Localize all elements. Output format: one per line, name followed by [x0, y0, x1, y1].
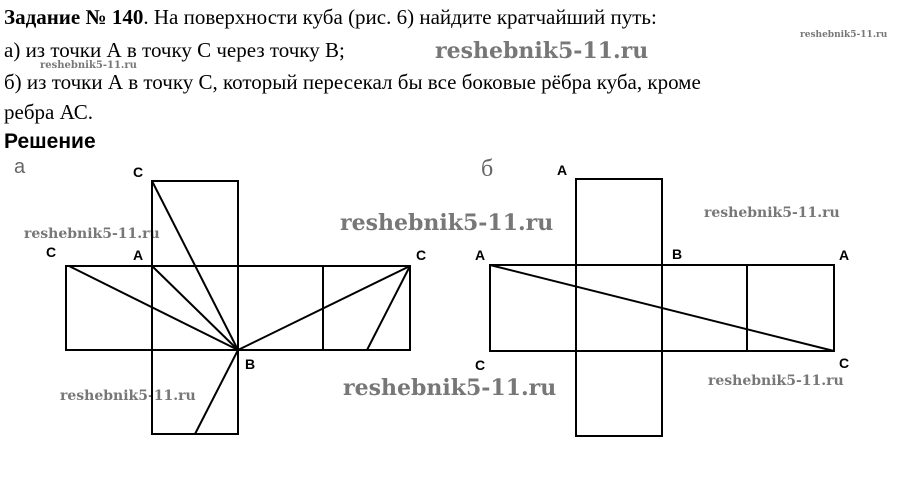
point-label: C — [133, 164, 144, 180]
figure-a-label: а — [14, 156, 26, 178]
path-line — [237, 265, 411, 351]
path-line — [68, 265, 239, 351]
solution-heading: Решение — [4, 130, 96, 153]
task-intro: . На поверхности куба (рис. 6) найдите к… — [143, 5, 657, 29]
point-label: A — [475, 247, 486, 263]
watermark: reshebnik5-11.ru — [24, 226, 160, 242]
point-label: B — [245, 356, 256, 372]
point-label: A — [133, 247, 144, 263]
task-part-b-cont: ребра АС. — [4, 100, 93, 124]
watermark: reshebnik5-11.ru — [435, 38, 649, 64]
watermark: reshebnik5-11.ru — [60, 388, 196, 404]
point-label: C — [839, 355, 850, 371]
figure-b-label: б — [481, 156, 494, 182]
path-line — [366, 265, 411, 351]
task-title: Задание № 140 — [4, 5, 144, 29]
path-line — [151, 180, 239, 351]
path-line — [489, 264, 835, 352]
watermark: reshebnik5-11.ru — [704, 205, 840, 221]
point-label: C — [416, 247, 427, 263]
point-label: A — [557, 162, 568, 178]
net-a — [65, 180, 411, 435]
point-label: B — [672, 246, 683, 262]
watermark: reshebnik5-11.ru — [340, 210, 554, 236]
path-line — [151, 265, 239, 351]
watermark: reshebnik5-11.ru — [343, 375, 557, 401]
task-part-a: а) из точки А в точку С через точку В; — [4, 38, 345, 62]
net-b — [489, 178, 835, 437]
path-line — [194, 349, 239, 435]
point-label: C — [475, 357, 486, 373]
watermark: reshebnik5-11.ru — [40, 60, 137, 71]
point-label: A — [839, 247, 850, 263]
watermark: reshebnik5-11.ru — [708, 373, 844, 389]
point-label: C — [46, 244, 57, 260]
watermark: reshebnik5-11.ru — [800, 30, 888, 40]
task-statement: Задание № 140. На поверхности куба (рис.… — [4, 5, 657, 29]
task-part-b: б) из точки А в точку С, который пересек… — [4, 70, 701, 94]
